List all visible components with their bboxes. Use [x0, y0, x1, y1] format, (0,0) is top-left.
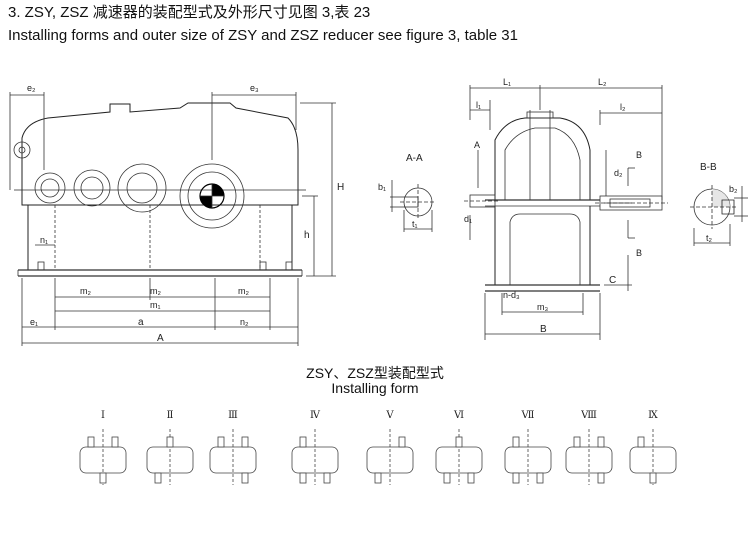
- shaft-end: [166, 436, 174, 448]
- installing-form-label: Ⅱ: [167, 410, 174, 421]
- dim-n1: n₁: [40, 235, 48, 245]
- dim-t1: t₁: [412, 219, 418, 229]
- installing-form-label: Ⅲ: [228, 410, 238, 421]
- dim-e1: e₁: [30, 317, 38, 327]
- installing-form-3: Ⅲ: [209, 410, 257, 485]
- installing-form-9: Ⅸ: [629, 410, 677, 485]
- installing-caption-cn: ZSY、ZSZ型装配型式: [306, 365, 444, 381]
- installing-caption-en: Installing form: [331, 380, 419, 396]
- dim-l1: l₁: [476, 100, 481, 110]
- shaft-end: [217, 436, 225, 448]
- dim-m2-mid: m₂: [150, 286, 161, 296]
- installing-form-label: Ⅷ: [580, 410, 597, 421]
- dim-n2: n₂: [240, 317, 249, 327]
- dim-B: B: [540, 324, 547, 335]
- dim-e2: e₂: [27, 83, 36, 93]
- side-view: [464, 85, 668, 340]
- shaft-end: [299, 472, 307, 484]
- shaft-end: [299, 436, 307, 448]
- shaft-end: [597, 436, 605, 448]
- installing-form-6: Ⅵ: [435, 410, 483, 485]
- shaft-end: [99, 472, 107, 484]
- dim-m3: m₃: [537, 302, 548, 312]
- dim-H: H: [337, 182, 344, 193]
- section-bb: [690, 185, 748, 246]
- dim-m2-right: m₂: [238, 286, 249, 296]
- shaft-end: [323, 472, 331, 484]
- dim-C: C: [609, 275, 616, 286]
- shaft-end: [443, 472, 451, 484]
- dim-n-d3: n-d₃: [503, 290, 520, 300]
- shaft-end: [512, 472, 520, 484]
- section-marker-B-bottom: B: [636, 248, 642, 258]
- installing-form-7: Ⅶ: [504, 410, 552, 485]
- section-marker-B-top: B: [636, 150, 642, 160]
- shaft-end: [597, 472, 605, 484]
- installing-form-4: Ⅳ: [291, 410, 339, 485]
- shaft-end: [241, 436, 249, 448]
- dim-A: A: [157, 333, 164, 344]
- dim-m1: m₁: [150, 300, 161, 310]
- section-aa: [390, 180, 436, 232]
- installing-form-1: Ⅰ: [79, 410, 127, 485]
- dim-h: h: [304, 230, 310, 241]
- shaft-end: [374, 472, 382, 484]
- shaft-end: [87, 436, 95, 448]
- installing-form-label: Ⅳ: [310, 410, 321, 421]
- shaft-end: [536, 472, 544, 484]
- shaft-end: [512, 436, 520, 448]
- shaft-end: [398, 436, 406, 448]
- shaft-end: [154, 472, 162, 484]
- section-bb-title: B-B: [700, 162, 717, 173]
- dim-m2-left: m₂: [80, 286, 91, 296]
- installing-form-label: Ⅶ: [521, 410, 535, 421]
- installing-form-label: Ⅸ: [648, 410, 658, 421]
- dim-b1: b₁: [378, 182, 386, 192]
- shaft-end: [455, 436, 463, 448]
- section-aa-title: A-A: [406, 153, 423, 164]
- dim-d2: d₂: [614, 168, 623, 178]
- installing-form-label: Ⅵ: [453, 410, 464, 421]
- dim-t2: t₂: [706, 233, 713, 243]
- shaft-end: [241, 472, 249, 484]
- shaft-end: [637, 436, 645, 448]
- installing-form-label: Ⅰ: [101, 410, 105, 421]
- dim-L1: L₁: [503, 77, 511, 87]
- dim-d1: d₁: [464, 214, 472, 224]
- installing-forms-row: Ⅰ Ⅱ Ⅲ Ⅳ Ⅴ Ⅵ Ⅶ Ⅷ Ⅸ: [79, 410, 677, 485]
- header-title-cn: 3. ZSY, ZSZ 减速器的装配型式及外形尺寸见图 3,表 23: [8, 4, 371, 21]
- shaft-end: [649, 472, 657, 484]
- dim-e3: e₃: [250, 83, 259, 93]
- front-view: [9, 92, 336, 346]
- dim-L2: L₂: [598, 77, 607, 87]
- installing-form-2: Ⅱ: [146, 410, 194, 485]
- shaft-end: [467, 472, 475, 484]
- installing-form-8: Ⅷ: [565, 410, 613, 485]
- shaft-end: [111, 436, 119, 448]
- section-marker-A: A: [474, 140, 480, 150]
- dim-b2: b₂: [729, 184, 738, 194]
- header-title-en: Installing forms and outer size of ZSY a…: [8, 27, 518, 44]
- shaft-end: [573, 436, 581, 448]
- installing-form-5: Ⅴ: [366, 410, 414, 485]
- dim-a: a: [138, 317, 144, 328]
- dim-l2: l₂: [620, 102, 626, 112]
- installing-form-label: Ⅴ: [385, 410, 394, 421]
